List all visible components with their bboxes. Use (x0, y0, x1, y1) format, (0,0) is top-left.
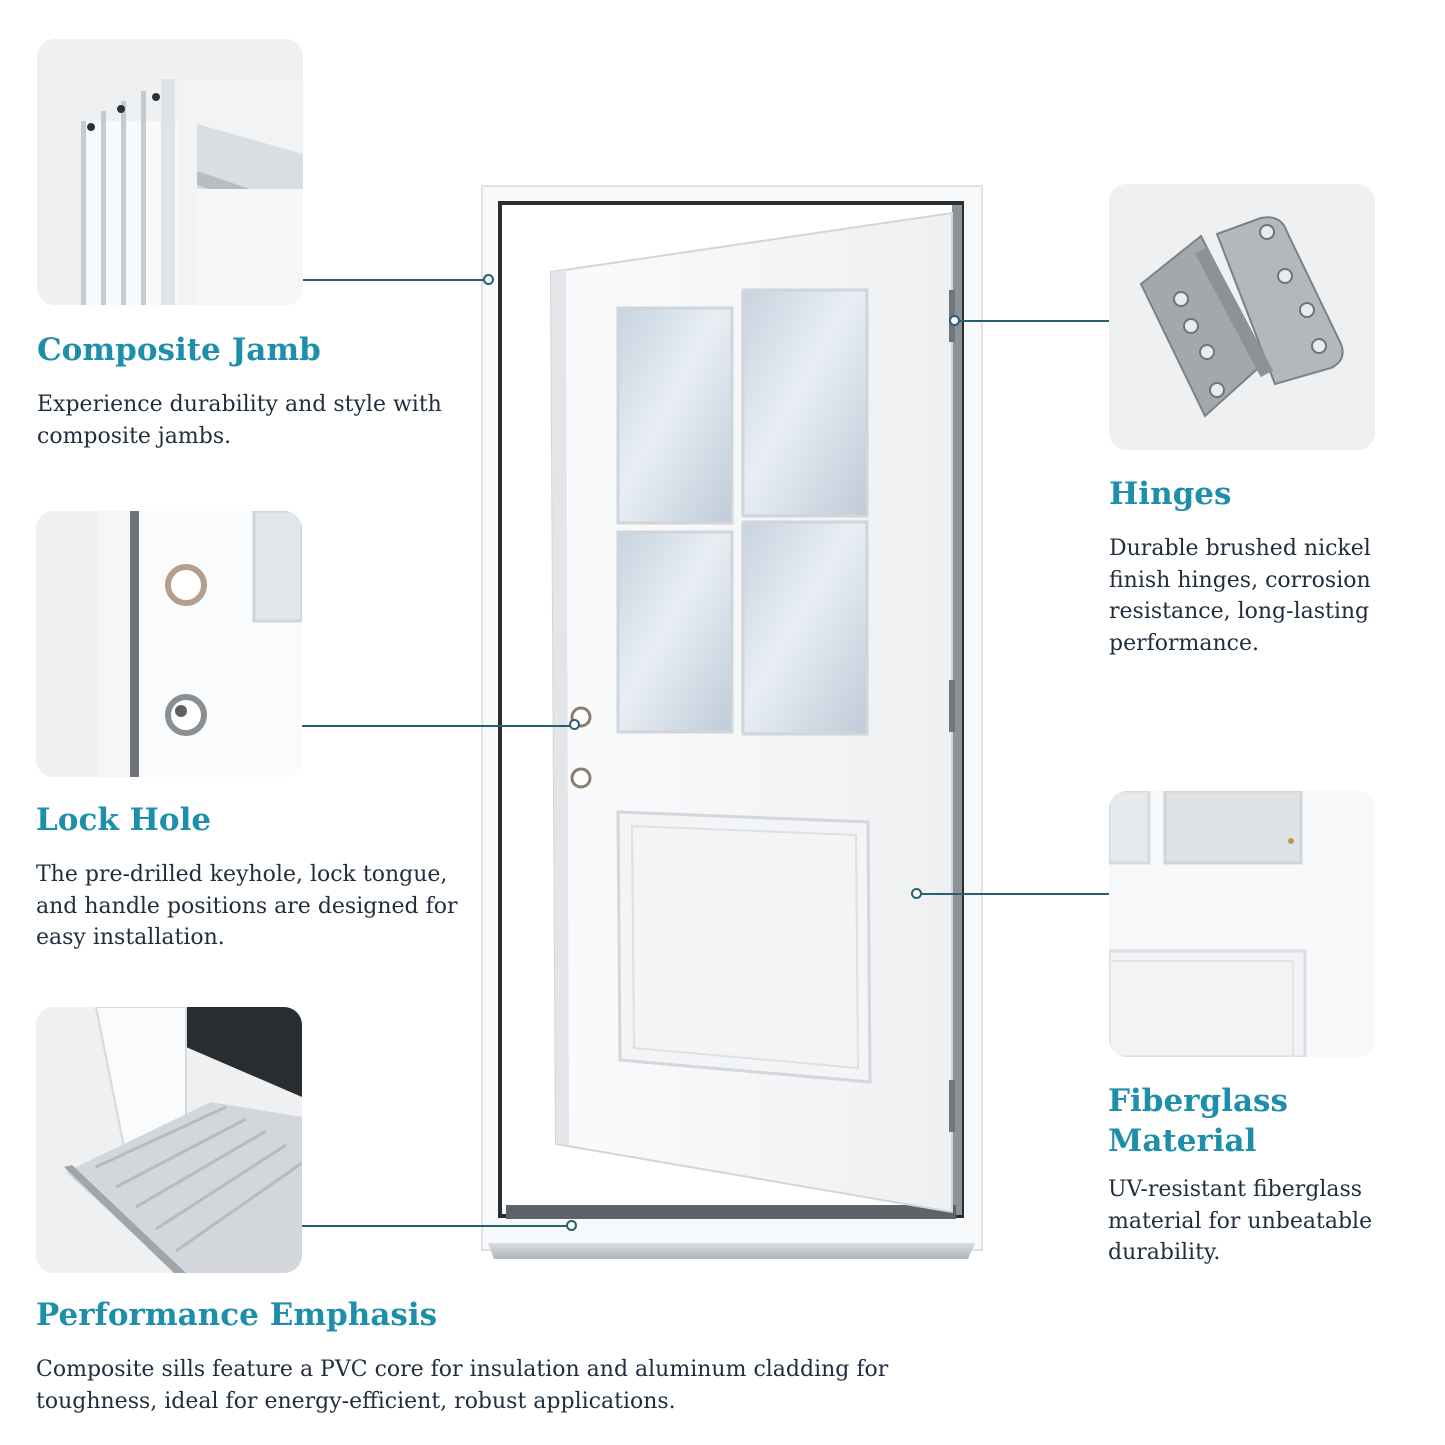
lock-hole-description: The pre-drilled keyhole, lock tongue, an… (36, 862, 458, 950)
composite-jamb-description: Experience durability and style with com… (37, 392, 442, 449)
fiberglass-image (1109, 791, 1375, 1057)
lock-hole-title: Lock Hole (36, 802, 212, 838)
hinges-marker (949, 315, 960, 326)
composite-jamb-leader-line (303, 279, 485, 281)
lock-hole-image (36, 511, 302, 777)
fiberglass-marker (911, 888, 922, 899)
sill-image (36, 1007, 302, 1273)
hinges-leader-line (959, 320, 1109, 322)
composite-jamb-image (37, 39, 303, 305)
hinges-description: Durable brushed nickel finish hinges, co… (1109, 536, 1371, 656)
composite-jamb-marker (483, 274, 494, 285)
performance-emphasis-title: Performance Emphasis (36, 1297, 438, 1333)
sill-leader-line (302, 1225, 568, 1227)
hinge-icon (1139, 216, 1344, 418)
fiberglass-description: UV-resistant fiberglass material for unb… (1108, 1177, 1373, 1265)
door-illustration (478, 180, 988, 1274)
sill-marker (566, 1220, 577, 1231)
composite-jamb-title: Composite Jamb (37, 332, 321, 368)
hinges-title: Hinges (1109, 476, 1232, 512)
lock-hole-marker (569, 719, 580, 730)
performance-emphasis-description: Composite sills feature a PVC core for i… (36, 1357, 889, 1414)
fiberglass-leader-line (921, 893, 1109, 895)
fiberglass-title: Fiberglass Material (1108, 1083, 1288, 1159)
lock-hole-leader-line (302, 725, 570, 727)
hinge-image (1109, 184, 1375, 450)
